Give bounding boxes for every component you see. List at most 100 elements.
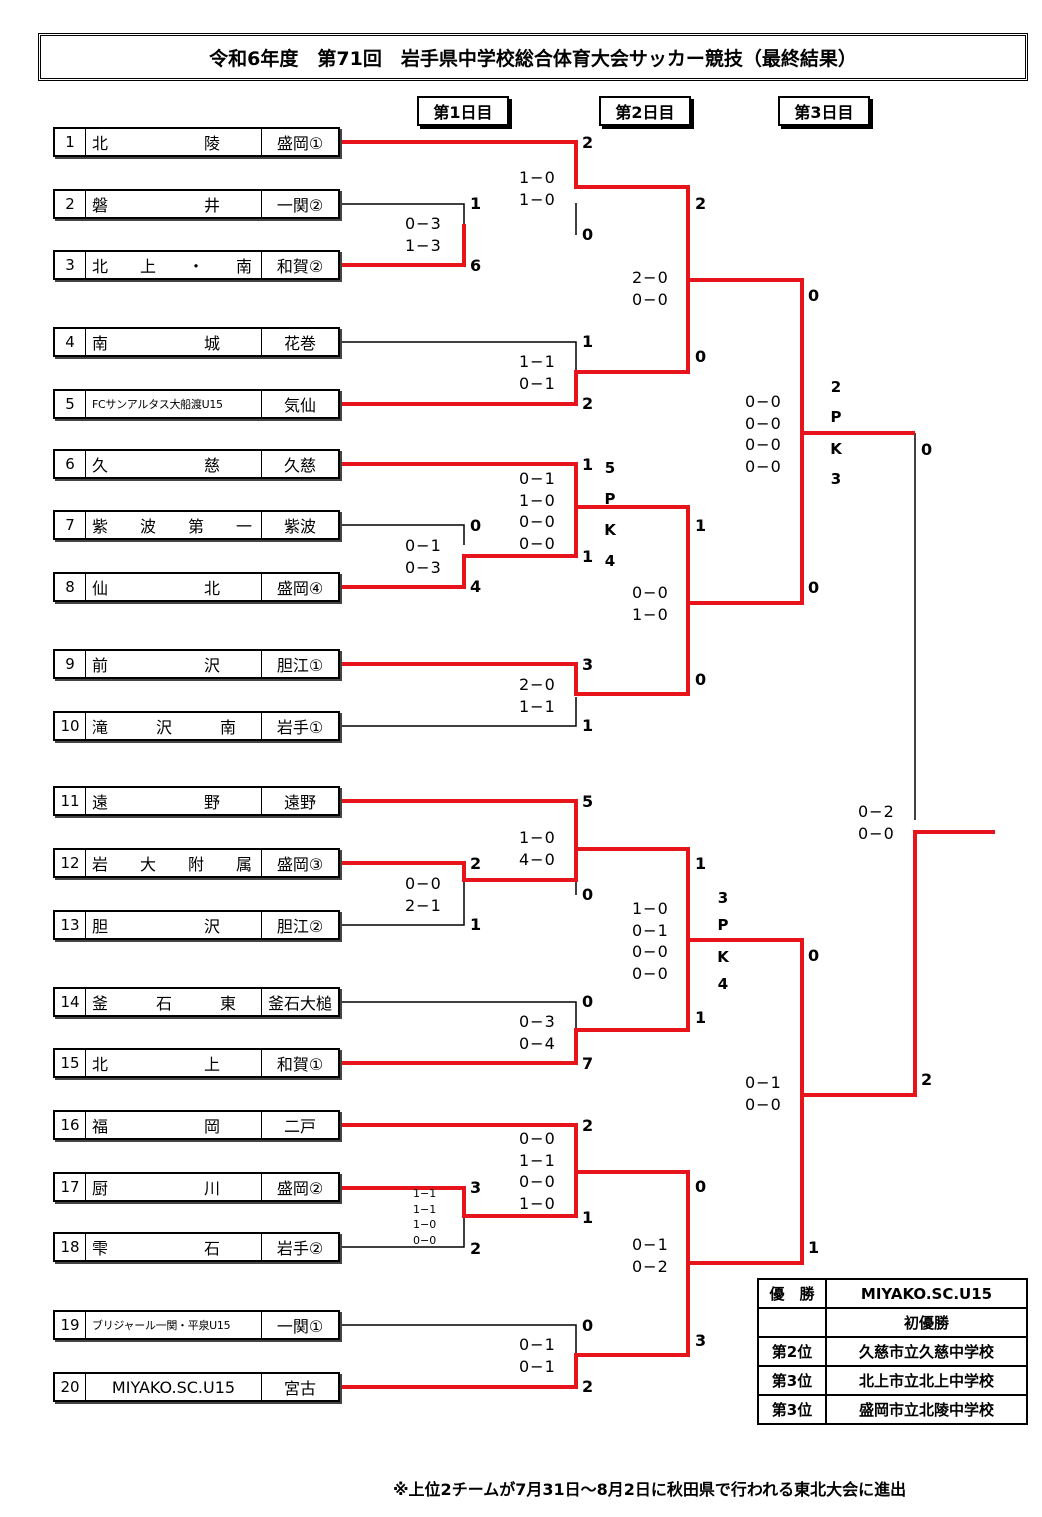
score-final: 1 (470, 194, 482, 213)
score-final: 0 (808, 578, 820, 597)
score-halves: 0−0 2−1 (405, 874, 442, 915)
team-no: 16 (55, 1112, 86, 1138)
team-name: 滝 沢 南 (86, 713, 262, 739)
score-final: 2 (921, 1070, 933, 1089)
pk-score-a: 5 (604, 459, 616, 477)
team-region: 二戸 (283, 1117, 316, 1136)
result-position: 第3位 (757, 1394, 827, 1425)
team-region: 岩手② (276, 1239, 324, 1258)
score-halves: 0−1 0−2 (632, 1235, 669, 1276)
score-halves: 0−0 1−1 0−0 1−0 (519, 1129, 556, 1213)
pk-letter-k: K (830, 440, 842, 458)
team-name: 遠 野 (86, 788, 262, 814)
score-halves: 0−1 0−0 (745, 1073, 782, 1114)
result-position: 第2位 (757, 1336, 827, 1367)
team-no: 17 (55, 1174, 86, 1200)
team-name: MIYAKO.SC.U15 (86, 1374, 262, 1400)
team-no: 12 (55, 850, 86, 876)
score-halves: 0−3 0−4 (519, 1012, 556, 1053)
team-region: 盛岡② (276, 1179, 324, 1198)
score-final: 0 (470, 516, 482, 535)
result-row: 第3位盛岡市立北陵中学校 (757, 1394, 1028, 1425)
pk-score-b: 3 (830, 470, 842, 488)
team-region: 和賀① (276, 1055, 324, 1074)
day-3-label: 第3日目 (778, 96, 870, 126)
score-halves: 0−3 1−3 (405, 214, 442, 255)
team-no: 4 (55, 329, 86, 355)
team-no: 11 (55, 788, 86, 814)
score-final: 1 (582, 547, 594, 566)
team-region: 盛岡① (276, 134, 324, 153)
score-final: 0 (695, 670, 707, 689)
team-no: 8 (55, 574, 86, 600)
team-region: 紫波 (283, 517, 316, 536)
score-final: 2 (695, 194, 707, 213)
result-position: 第3位 (757, 1365, 827, 1396)
team-name: 仙 北 (86, 574, 262, 600)
result-row: 第2位久慈市立久慈中学校 (757, 1336, 1028, 1367)
team-region: 久慈 (283, 456, 316, 475)
score-final: 0 (582, 225, 594, 244)
score-final: 1 (695, 854, 707, 873)
result-team: 盛岡市立北陵中学校 (825, 1394, 1028, 1425)
team-region: 遠野 (283, 793, 316, 812)
team-no: 6 (55, 451, 86, 477)
team-name: 福 岡 (86, 1112, 262, 1138)
score-halves: 0−1 0−3 (405, 536, 442, 577)
score-halves: 1−0 1−0 (519, 168, 556, 209)
pk-letter-p: P (830, 408, 842, 426)
team-name: 久 慈 (86, 451, 262, 477)
score-final: 3 (582, 655, 594, 674)
result-position (757, 1307, 827, 1338)
result-position: 優 勝 (757, 1278, 827, 1309)
team-region: 花巻 (283, 334, 316, 353)
team-no: 14 (55, 989, 86, 1015)
score-final: 2 (470, 854, 482, 873)
score-final: 5 (582, 792, 594, 811)
team-no: 9 (55, 651, 86, 677)
page-title: 令和6年度 第71回 岩手県中学校総合体育大会サッカー競技（最終結果） (38, 33, 1028, 81)
score-final: 0 (582, 1316, 594, 1335)
score-final: 2 (470, 1239, 482, 1258)
team-no: 13 (55, 912, 86, 938)
footnote: ※上位2チームが7月31日～8月2日に秋田県で行われる東北大会に進出 (393, 1480, 907, 1499)
team-no: 1 (55, 129, 86, 155)
score-final: 1 (582, 716, 594, 735)
score-halves: 0−0 0−0 0−0 0−0 (745, 392, 782, 476)
team-no: 18 (55, 1234, 86, 1260)
day-2-label: 第2日目 (599, 96, 691, 126)
result-team: 久慈市立久慈中学校 (825, 1336, 1028, 1367)
team-name: 岩 大 附 属 (86, 850, 262, 876)
winner-lines (340, 140, 995, 1389)
score-final: 3 (695, 1331, 707, 1350)
pk-letter-k: K (717, 948, 729, 966)
team-name: FCサンアルタス大船渡U15 (86, 391, 262, 417)
team-region: 釜石大槌 (267, 994, 332, 1013)
team-region: 一関② (276, 196, 324, 215)
team-region: 胆江① (276, 656, 324, 675)
result-team: MIYAKO.SC.U15 (825, 1278, 1028, 1309)
team-no: 7 (55, 512, 86, 538)
team-no: 15 (55, 1050, 86, 1076)
team-name: ブリジャール一関・平泉U15 (86, 1312, 262, 1338)
score-final: 1 (582, 332, 594, 351)
team-name: 北 陵 (86, 129, 262, 155)
day-1-label: 第1日目 (417, 96, 509, 126)
score-final: 0 (921, 440, 933, 459)
team-name: 胆 沢 (86, 912, 262, 938)
score-final: 4 (470, 577, 482, 596)
score-final: 1 (695, 516, 707, 535)
team-region: 盛岡③ (276, 855, 324, 874)
score-halves: 1−0 4−0 (519, 828, 556, 869)
score-halves: 1−0 0−1 0−0 0−0 (632, 899, 669, 983)
team-region: 気仙 (283, 396, 316, 415)
